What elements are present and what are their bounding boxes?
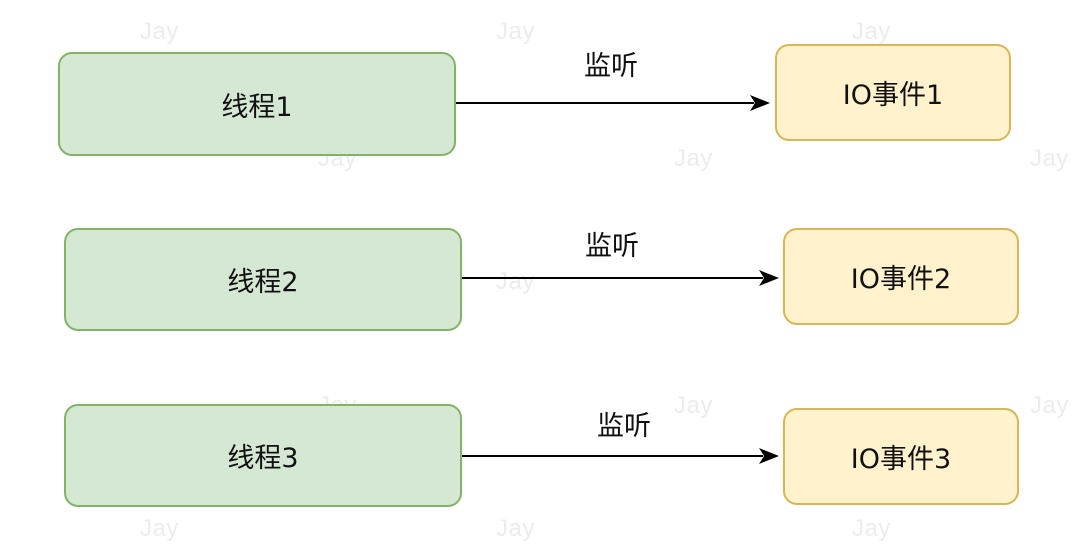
edge-label-listen: 监听 bbox=[585, 231, 639, 262]
thread-node-3[interactable]: 线程3 bbox=[64, 404, 462, 507]
thread-node-label: 线程2 bbox=[227, 267, 299, 298]
event-node-label: IO事件2 bbox=[850, 264, 952, 295]
watermark: Jay bbox=[496, 18, 535, 45]
arrow-thread-2-to-event-2 bbox=[462, 270, 779, 286]
edge-label-listen: 监听 bbox=[584, 51, 638, 82]
edge-label-listen: 监听 bbox=[597, 411, 651, 442]
watermark: Jay bbox=[140, 515, 179, 542]
watermark: Jay bbox=[674, 145, 713, 172]
watermark: Jay bbox=[1030, 392, 1069, 419]
event-node-label: IO事件1 bbox=[842, 80, 944, 111]
event-node-1[interactable]: IO事件1 bbox=[775, 44, 1011, 141]
thread-node-1[interactable]: 线程1 bbox=[58, 52, 456, 156]
watermark: Jay bbox=[852, 18, 891, 45]
thread-node-2[interactable]: 线程2 bbox=[64, 228, 462, 331]
watermark: Jay bbox=[496, 515, 535, 542]
watermark: Jay bbox=[496, 268, 535, 295]
thread-node-label: 线程3 bbox=[227, 443, 299, 474]
watermark: Jay bbox=[140, 18, 179, 45]
watermark: Jay bbox=[1030, 145, 1069, 172]
arrow-thread-1-to-event-1 bbox=[456, 95, 770, 111]
watermark: Jay bbox=[852, 515, 891, 542]
event-node-2[interactable]: IO事件2 bbox=[783, 228, 1019, 325]
arrow-thread-3-to-event-3 bbox=[462, 448, 779, 464]
thread-node-label: 线程1 bbox=[221, 91, 293, 123]
event-node-label: IO事件3 bbox=[850, 444, 952, 475]
event-node-3[interactable]: IO事件3 bbox=[783, 408, 1019, 505]
watermark: Jay bbox=[674, 392, 713, 419]
